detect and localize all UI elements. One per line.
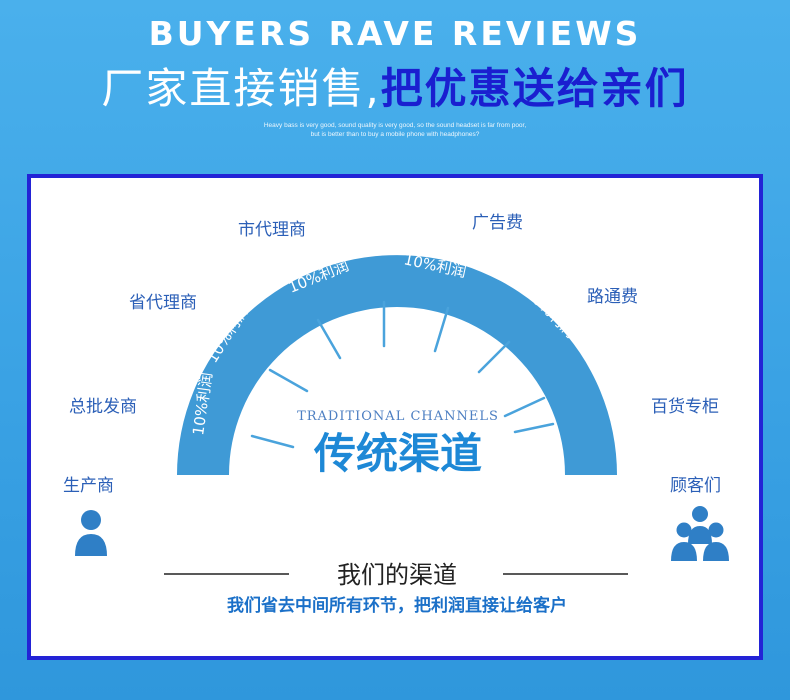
label-general-wholesaler: 总批发商 [69,397,137,417]
center-rays [250,300,555,449]
our-channel-subtitle: 我们省去中间所有环节，把利润直接让给客户 [227,595,567,616]
headline: 厂家直接销售,把优惠送给亲们 [0,55,790,116]
person-icon [75,510,107,556]
group-icon [671,506,729,561]
arch-band [177,255,617,475]
label-provincial-agent: 省代理商 [129,293,197,313]
brand-title: BUYERS RAVE REVIEWS [148,14,642,53]
label-department-counter: 百货专柜 [651,397,719,417]
subtitle-line-2: but is better than to buy a mobile phone… [310,131,480,138]
label-advertising-fee: 广告费 [472,213,523,233]
our-channel-title: 我们的渠道 [337,561,457,589]
label-road-fee: 路通费 [587,287,638,307]
center-english-title: TRADITIONAL CHANNELS [297,409,499,424]
label-city-agent: 市代理商 [238,220,306,240]
center-chinese-title: 传统渠道 [313,429,482,478]
headline-left: 厂家直接销售, [101,64,381,113]
label-producer: 生产商 [63,476,114,496]
headline-right: 把优惠送给亲们 [380,64,689,113]
channel-diagram: 10%利润 10%利润 10%利润 10%利润 10%利润 店面装修费 生产商 … [63,213,729,616]
label-customers: 顾客们 [670,476,721,496]
content-panel: 10%利润 10%利润 10%利润 10%利润 10%利润 店面装修费 生产商 … [27,174,763,660]
subtitle-line-1: Heavy bass is very good, sound quality i… [263,122,527,129]
